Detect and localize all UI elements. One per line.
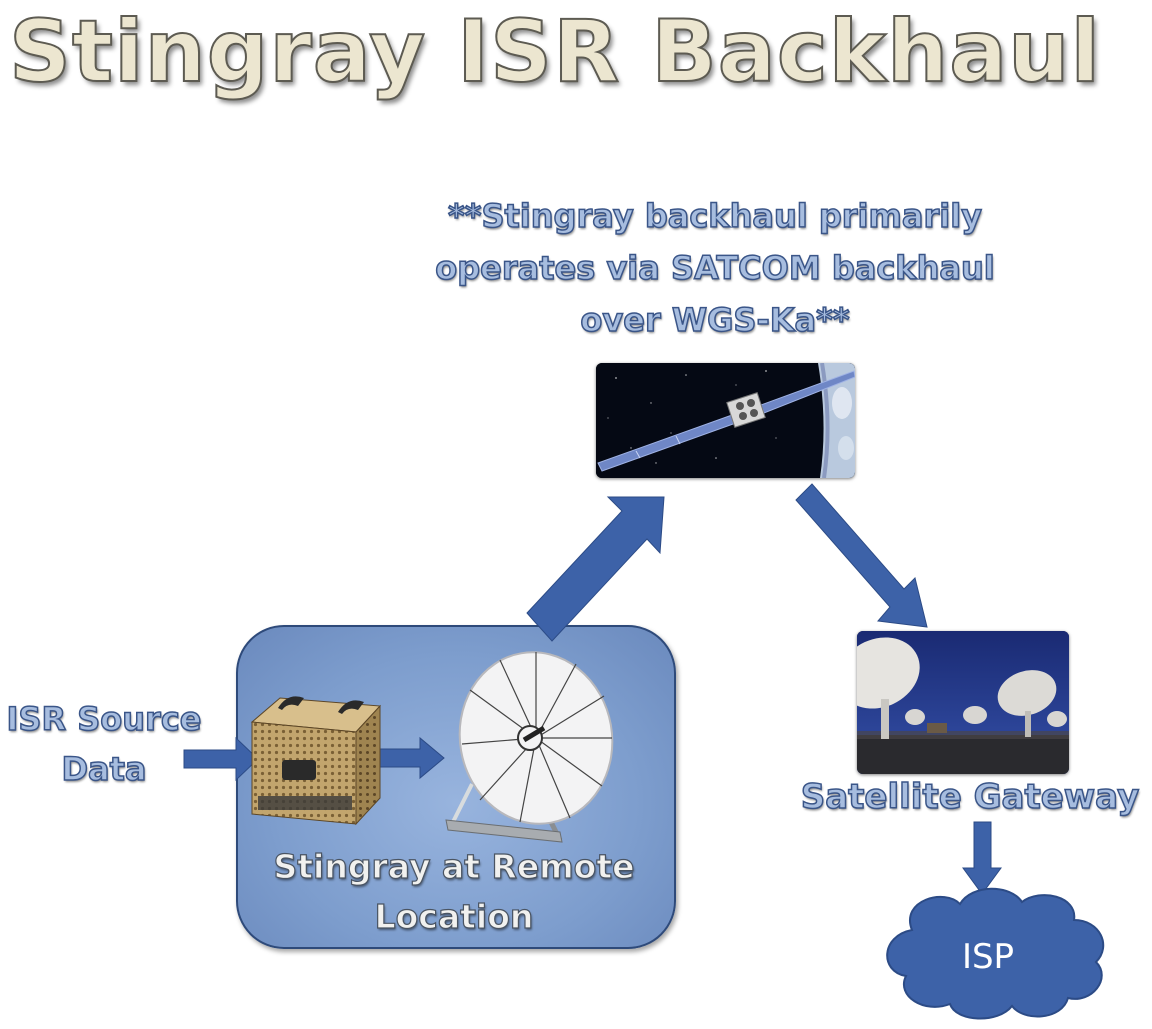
satcom-note-line-2: operates via SATCOM backhaul (435, 248, 996, 288)
satellite-image (596, 363, 855, 478)
isp-label: ISP (961, 937, 1015, 977)
source-arrow (183, 736, 259, 782)
uplink-arrow (526, 496, 665, 642)
satcom-note: **Stingray backhaul primarily operates v… (420, 190, 1010, 346)
remote-location-label-line-2: Location (374, 896, 534, 936)
downlink-arrow (795, 483, 928, 628)
satcom-note-line-3: over WGS-Ka** (580, 300, 851, 340)
isr-source-label-line-1: ISR Source (6, 699, 203, 739)
satellite-gateway-label: Satellite Gateway (800, 776, 1140, 818)
isr-source-label-line-2: Data (61, 749, 148, 789)
satellite-illustration (596, 363, 855, 478)
isr-source-label: ISR Source Data (4, 694, 204, 794)
gateway-illustration (857, 631, 1069, 774)
gateway-to-isp-arrow (962, 821, 1002, 895)
stingray-terminal-icon (250, 696, 382, 826)
satellite-gateway-image (857, 631, 1069, 774)
page-title: Stingray ISR Backhaul (8, 1, 1101, 103)
satellite-dish-icon (445, 651, 614, 843)
remote-location-label-line-1: Stingray at Remote (273, 846, 635, 886)
isp-cloud-icon (886, 887, 1105, 1020)
stingray-to-dish-arrow (372, 736, 445, 780)
remote-location-label: Stingray at Remote Location (236, 842, 672, 942)
satcom-note-line-1: **Stingray backhaul primarily (447, 196, 983, 236)
